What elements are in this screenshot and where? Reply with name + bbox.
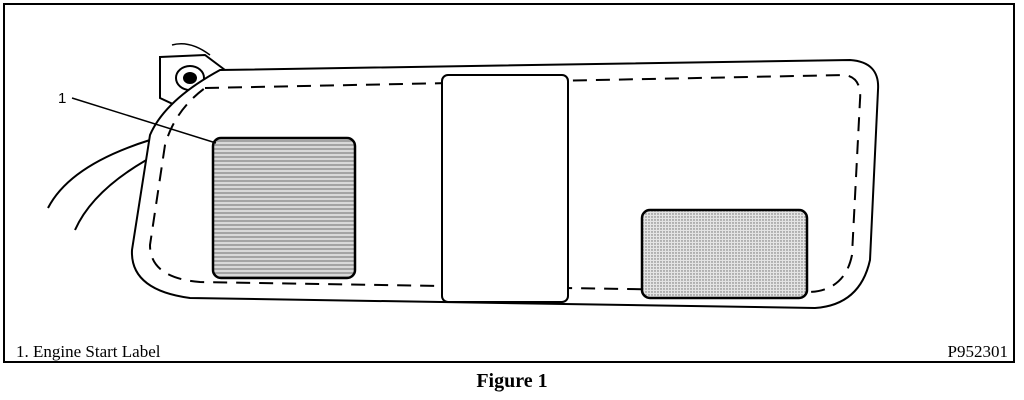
legend-text: 1. Engine Start Label — [16, 342, 161, 361]
figure-code: P952301 — [947, 342, 1008, 361]
visor-label-right — [640, 208, 809, 300]
callout-leader-line — [71, 97, 217, 144]
roof-curve-upper — [47, 139, 151, 209]
engine-start-label-icon — [211, 136, 357, 280]
mount-bracket-icon — [159, 43, 227, 107]
callout-number: 1 — [58, 90, 66, 107]
figure-caption: Figure 1 — [476, 370, 548, 392]
center-mirror — [441, 74, 569, 303]
